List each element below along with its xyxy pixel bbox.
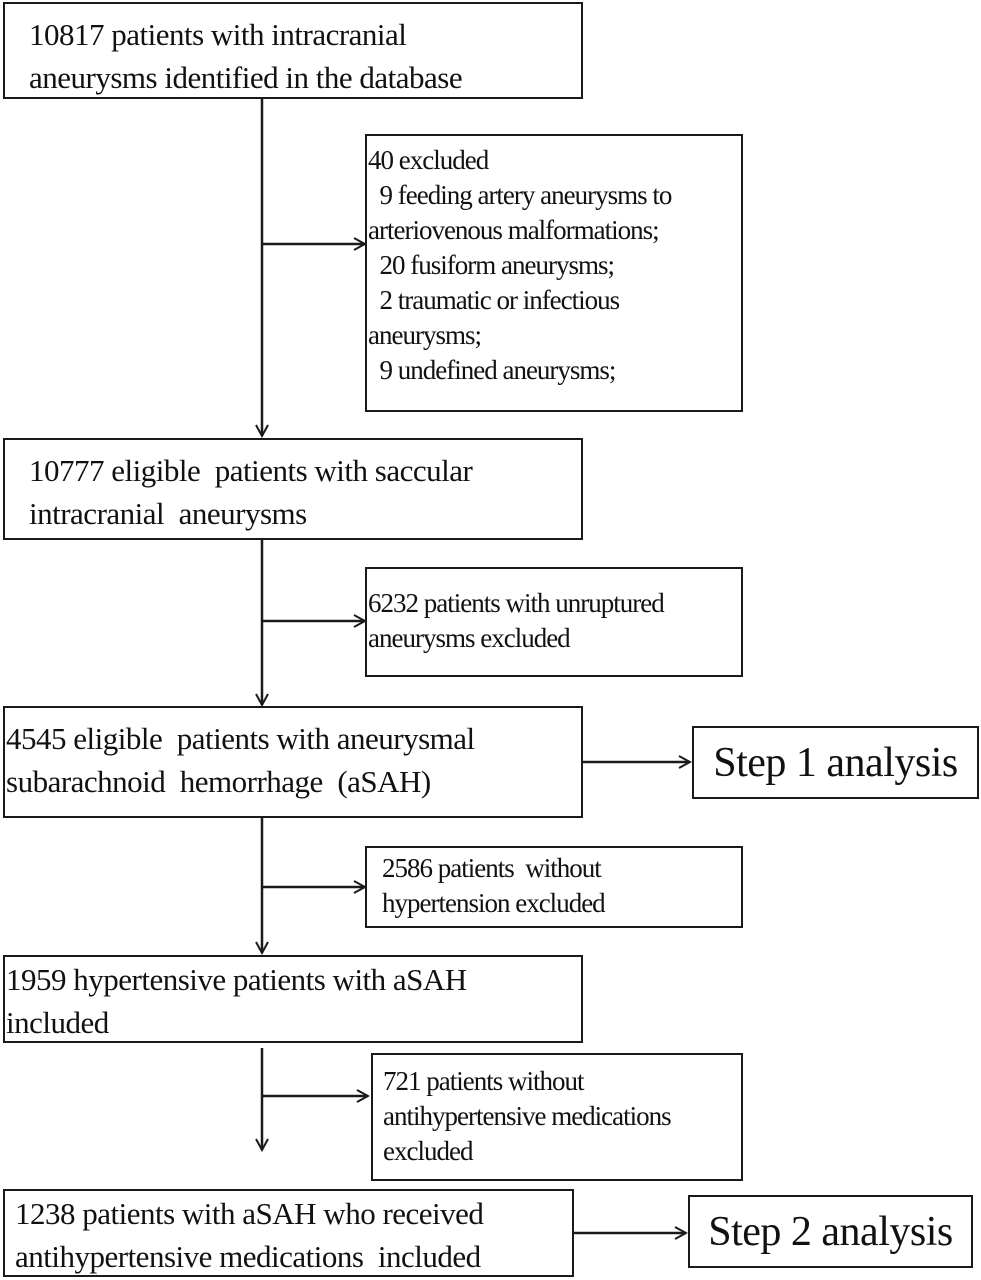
box-treated-asah: 1238 patients with aSAH who received ant… — [3, 1189, 574, 1277]
box-text-line: 20 fusiform aneurysms; — [368, 250, 615, 280]
box-text-line: 1959 hypertensive patients with aSAH — [6, 962, 467, 997]
box-eligible-saccular: 10777 eligible patients with saccular in… — [3, 438, 583, 540]
box-excluded-40: 40 excluded 9 feeding artery aneurysms t… — [365, 134, 743, 412]
box-text-line: arteriovenous malformations; — [368, 215, 660, 245]
box-step1-analysis: Step 1 analysis — [692, 726, 979, 799]
box-text-line: 10817 patients with intracranial — [29, 17, 407, 52]
step2-label: Step 2 analysis — [708, 1208, 953, 1255]
box-hypertensive-asah: 1959 hypertensive patients with aSAH inc… — [3, 955, 583, 1043]
box-text-line: intracranial aneurysms — [29, 496, 307, 531]
box-text-line: 4545 eligible patients with aneurysmal — [6, 721, 475, 756]
box-text-line: 721 patients without — [383, 1066, 584, 1096]
box-text-line: aneurysms identified in the database — [29, 60, 463, 95]
box-text-line: included — [6, 1005, 109, 1040]
box-text-line: 6232 patients with unruptured — [368, 588, 665, 618]
box-text-line: excluded — [383, 1136, 473, 1166]
box-text-line: aneurysms; — [368, 320, 482, 350]
box-text-line: 9 feeding artery aneurysms to — [368, 180, 673, 210]
box-excluded-no-medications: 721 patients without antihypertensive me… — [371, 1053, 743, 1181]
box-text-line: 40 excluded — [368, 145, 489, 175]
box-excluded-no-hypertension: 2586 patients without hypertension exclu… — [365, 846, 743, 928]
box-text-line: antihypertensive medications — [383, 1101, 672, 1131]
box-text-line: 9 undefined aneurysms; — [368, 355, 617, 385]
box-text-line: 2 traumatic or infectious — [368, 285, 621, 315]
box-text-line: aneurysms excluded — [368, 623, 571, 653]
box-step2-analysis: Step 2 analysis — [688, 1195, 973, 1268]
box-text-line: hypertension excluded — [382, 888, 606, 918]
box-text-line: 10777 eligible patients with saccular — [29, 453, 473, 488]
box-identified-patients: 10817 patients with intracranial aneurys… — [3, 2, 583, 99]
box-excluded-unruptured: 6232 patients with unruptured aneurysms … — [365, 567, 743, 677]
step1-label: Step 1 analysis — [713, 739, 958, 786]
box-text-line: 1238 patients with aSAH who received — [15, 1196, 484, 1231]
box-text-line: 2586 patients without — [382, 853, 602, 883]
box-eligible-asah: 4545 eligible patients with aneurysmal s… — [3, 706, 583, 818]
box-text-line: subarachnoid hemorrhage (aSAH) — [6, 764, 431, 799]
box-text-line: antihypertensive medications included — [15, 1239, 481, 1274]
